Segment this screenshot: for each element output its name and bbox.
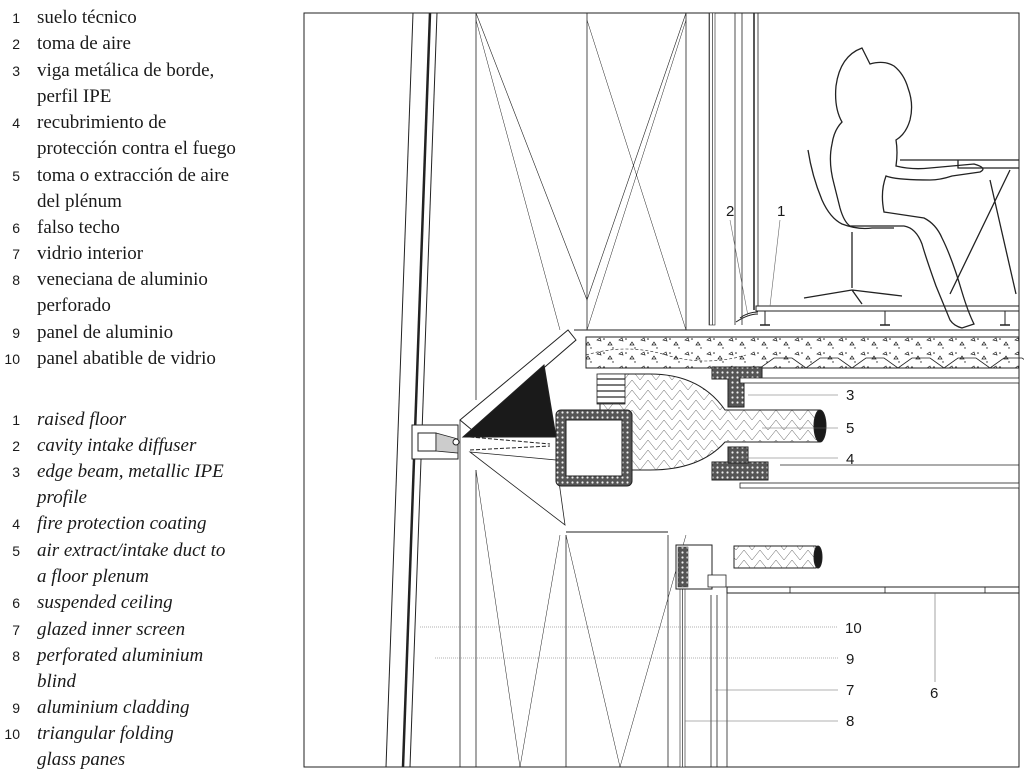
callout-2: 2 xyxy=(726,203,734,220)
legend-label: suspended ceiling xyxy=(37,592,173,613)
callout-6: 6 xyxy=(930,685,938,702)
legend-label: cavity intake diffuser xyxy=(37,435,197,456)
legend-number: 6 xyxy=(12,595,20,611)
legend-number: 6 xyxy=(12,220,20,236)
callouts: 2 1 3 5 4 10 9 6 7 8 xyxy=(726,203,938,730)
legend-number: 5 xyxy=(12,168,20,184)
legend-label: viga metálica de borde, perfil IPE xyxy=(37,60,215,107)
legend-number: 1 xyxy=(12,10,20,26)
outer-glass-facade xyxy=(385,12,687,768)
callout-1: 1 xyxy=(777,203,785,220)
legend-label: panel de aluminio xyxy=(37,322,174,343)
legend-number: 4 xyxy=(12,115,20,131)
legend-label: glazed inner screen xyxy=(37,619,186,640)
callout-4: 4 xyxy=(846,451,854,468)
air-duct xyxy=(469,373,827,471)
legend-number: 3 xyxy=(12,464,20,480)
legend-label: edge beam, metallic IPE profile xyxy=(37,461,224,508)
legend-label: panel abatible de vidrio xyxy=(37,348,216,369)
legend-label: perforated aluminium blind xyxy=(37,645,204,692)
legend-number: 5 xyxy=(12,543,20,559)
legend-label: veneciana de aluminio perforado xyxy=(37,269,208,316)
legend-number: 4 xyxy=(12,516,20,532)
intake-diffuser xyxy=(411,424,460,460)
legend-number: 3 xyxy=(12,63,20,79)
callout-3: 3 xyxy=(846,387,854,404)
callout-10: 10 xyxy=(845,620,862,637)
legend-number: 1 xyxy=(12,412,20,428)
legend-label: triangular folding glass panes xyxy=(37,723,174,770)
legend-number: 2 xyxy=(12,438,20,454)
legend-label: toma o extracción de aire del plénum xyxy=(37,165,230,212)
callout-8: 8 xyxy=(846,713,854,730)
legend-number: 8 xyxy=(12,272,20,288)
legend-number: 2 xyxy=(12,36,20,52)
legend-number: 7 xyxy=(12,622,20,638)
square-duct xyxy=(555,409,633,487)
callout-7: 7 xyxy=(846,682,854,699)
inner-screen-upper xyxy=(708,12,759,326)
legend-label: toma de aire xyxy=(37,33,131,54)
legend-number: 9 xyxy=(12,700,20,716)
callout-9: 9 xyxy=(846,651,854,668)
seated-person-figure xyxy=(803,47,1019,329)
legend-number: 10 xyxy=(4,726,20,742)
callout-5: 5 xyxy=(846,420,854,437)
legend-label: falso techo xyxy=(37,217,120,238)
edge-beam xyxy=(711,366,1020,489)
ceiling-assembly xyxy=(675,544,1020,594)
legend-label: raised floor xyxy=(37,409,127,430)
legend-number: 9 xyxy=(12,325,20,341)
concrete-slab xyxy=(574,329,1024,369)
legend-label: vidrio interior xyxy=(37,243,144,264)
legend-label: air extract/intake duct to a floor plenu… xyxy=(37,540,226,587)
spandrel-cladding xyxy=(459,329,577,526)
legend-label: aluminium cladding xyxy=(37,697,190,718)
legend-label: fire protection coating xyxy=(37,513,207,534)
legend-label: suelo técnico xyxy=(37,7,137,28)
leader-lines xyxy=(420,219,936,722)
legend-number: 8 xyxy=(12,648,20,664)
legend-number: 7 xyxy=(12,246,20,262)
legend-number: 10 xyxy=(4,351,20,367)
raised-floor xyxy=(735,305,1020,326)
legend-label: recubrimiento de protección contra el fu… xyxy=(37,112,236,159)
